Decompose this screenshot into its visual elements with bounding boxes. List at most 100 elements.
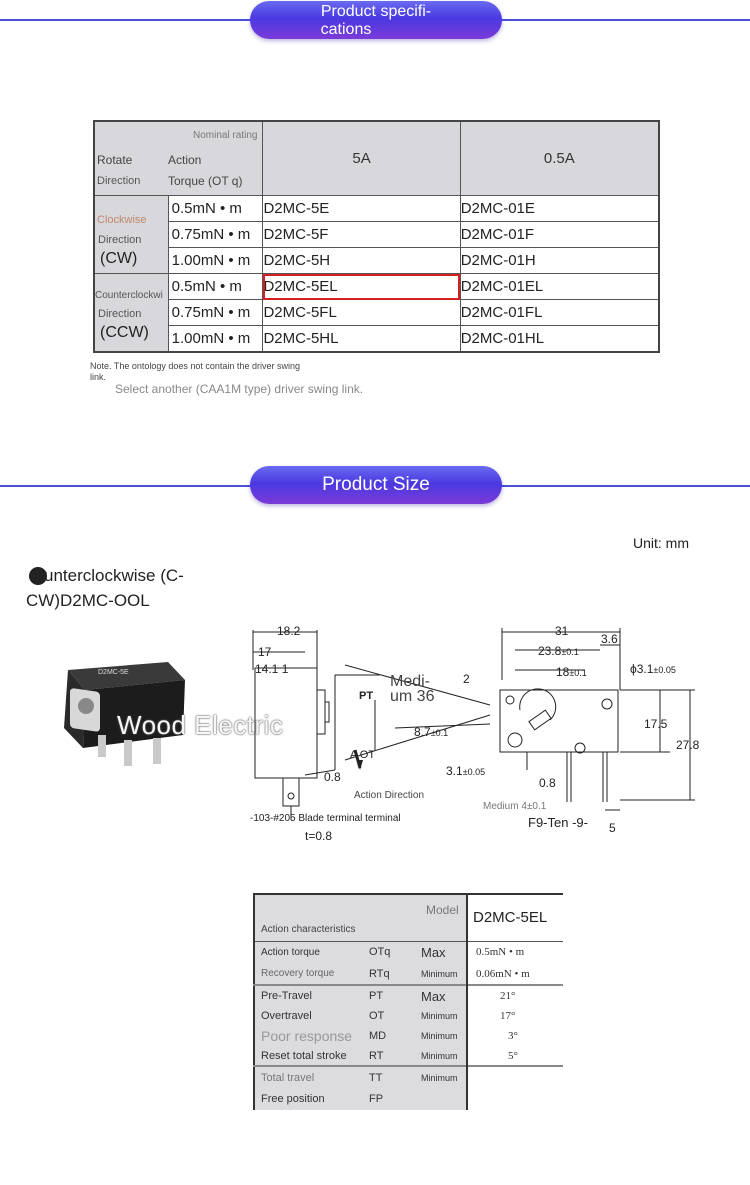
dim-f9: F9-Ten -9- [528, 815, 588, 830]
section2-title: Product Size [322, 474, 430, 495]
dim-8-7-tol: ±0.1 [430, 728, 449, 738]
char-name: Free position [254, 1088, 363, 1110]
drawing-title-bullet-icon [29, 567, 47, 585]
dim-3-6: 3.6 [601, 632, 618, 646]
section1-title-line2: cations [320, 21, 372, 38]
char-qual: Minimum [415, 963, 468, 985]
counterclockwise-abbr: (CCW) [100, 324, 149, 341]
dim-pt: PT [359, 690, 374, 702]
unit-label: Unit: mm [633, 535, 689, 551]
char-qual: Minimum [415, 1006, 468, 1026]
torque-cell: 1.00mN • m [167, 325, 264, 353]
model-value: D2MC-5EL [467, 894, 563, 942]
char-code: FP [363, 1088, 415, 1110]
watermark-text: Wood Electric [117, 710, 284, 740]
model-cell: D2MC-01H [459, 247, 660, 274]
char-qual: Max [415, 985, 468, 1006]
torque-cell: 0.5mN • m [167, 273, 264, 300]
characteristics-table: Model Action characteristics D2MC-5EL Ac… [253, 893, 563, 1110]
note-line3: Select another (CAA1M type) driver swing… [115, 382, 364, 396]
dim-medium-4: Medium 4±0.1 [483, 801, 547, 812]
clockwise-abbr: (CW) [100, 250, 138, 267]
dim-18-value: 18 [556, 665, 570, 679]
dim-3-1: 3.1±0.05 [446, 764, 485, 778]
model-cell: D2MC-5HL [262, 325, 461, 353]
action-label: Action [168, 153, 202, 167]
clockwise-label: Clockwise [97, 214, 147, 226]
rotate-label: Rotate [97, 153, 133, 167]
char-qual: Max [415, 941, 468, 963]
model-cell: D2MC-01F [459, 221, 660, 248]
dim-27-8: 27.8 [676, 738, 700, 752]
dim-3-1-tol: ±0.05 [462, 767, 486, 777]
action-direction-label: Action Direction [354, 790, 425, 801]
side-view-drawing [252, 630, 491, 820]
char-code: OTq [363, 941, 415, 963]
torque-label: Torque (OT q) [168, 174, 243, 188]
char-name: Total travel [254, 1066, 363, 1088]
section1-title-pill: Product specifi- cations [250, 1, 502, 39]
char-name: Reset total stroke [254, 1046, 363, 1066]
model-cell: D2MC-01FL [459, 299, 660, 326]
model-cell: D2MC-01EL [459, 273, 660, 300]
spec-header-left: Nominal rating Rotate Action Direction T… [93, 120, 264, 196]
char-name: Pre-Travel [254, 985, 363, 1006]
dim-3-1-value: 3.1 [446, 764, 463, 778]
char-qual [415, 1088, 468, 1110]
col-05a-header: 0.5A [459, 120, 660, 196]
dim-8-7-value: 8.7 [414, 725, 431, 739]
model-cell-highlighted: D2MC-5EL [262, 273, 461, 300]
dim-phi-3-1: ϕ3.1±0.05 [630, 662, 676, 676]
model-cell: D2MC-5FL [262, 299, 461, 326]
char-name: Recovery torque [254, 963, 363, 985]
char-value: 3° [508, 1030, 518, 1042]
model-cell: D2MC-5F [262, 221, 461, 248]
dim-23-8: 23.8±0.1 [538, 644, 579, 658]
model-cell: D2MC-01HL [459, 325, 660, 353]
char-value: 0.06mN • m [476, 967, 530, 980]
dim-0-8-right: 0.8 [539, 776, 556, 790]
torque-cell: 1.00mN • m [167, 247, 264, 274]
char-code: RTq [363, 963, 415, 985]
counterclockwise-direction-label: Direction [98, 308, 142, 320]
blade-terminal-label: -103-#205 Blade terminal terminal [250, 813, 401, 824]
dim-18: 18±0.1 [556, 665, 587, 679]
char-code: MD [363, 1026, 415, 1046]
dim-medium-line2: um 36 [390, 688, 435, 705]
char-value: 0.5mN • m [476, 946, 525, 959]
dim-8-7: 8.7±0.1 [414, 725, 448, 739]
char-name: Poor response [254, 1026, 363, 1046]
col-5a-header: 5A [262, 120, 461, 196]
char-qual: Minimum [415, 1066, 468, 1088]
dim-23-8-tol: ±0.1 [561, 647, 579, 657]
dim-5: 5 [609, 821, 616, 835]
dim-17-5: 17.5 [644, 717, 668, 731]
char-value: 5° [508, 1049, 518, 1062]
drawing-title-line2: CW)D2MC-OOL [26, 591, 150, 610]
dim-a-ot: A OT [350, 749, 376, 761]
char-code: PT [363, 985, 415, 1006]
torque-cell: 0.5mN • m [167, 195, 264, 222]
dim-phi-3-1-tol: ±0.05 [653, 665, 676, 675]
drawing-title-line1: unterclockwise (C- [44, 566, 184, 585]
char-code: OT [363, 1006, 415, 1026]
action-characteristics-label: Action characteristics [261, 924, 356, 935]
model-cell: D2MC-5E [262, 195, 461, 222]
note-line1: Note. The ontology does not contain the … [90, 361, 300, 371]
section1-title-line1: Product specifi- [320, 3, 432, 20]
dim-31: 31 [555, 624, 569, 638]
char-name: Overtravel [254, 1006, 363, 1026]
clockwise-direction-label: Direction [98, 234, 142, 246]
char-value [467, 1065, 563, 1088]
model-cell: D2MC-01E [459, 195, 660, 222]
spec-table: Nominal rating Rotate Action Direction T… [93, 120, 660, 353]
dim-14-1: 14.1 1 [255, 662, 289, 676]
torque-cell: 0.75mN • m [167, 221, 264, 248]
front-view-drawing [499, 628, 695, 811]
counterclockwise-label: Counterclockwi [95, 290, 163, 301]
dim-18-tol: ±0.1 [569, 668, 587, 678]
direction-label: Direction [97, 175, 141, 187]
model-label: Model [426, 903, 459, 917]
char-value: 17° [500, 1010, 516, 1022]
product-photo: D2MC-5E [64, 662, 185, 766]
